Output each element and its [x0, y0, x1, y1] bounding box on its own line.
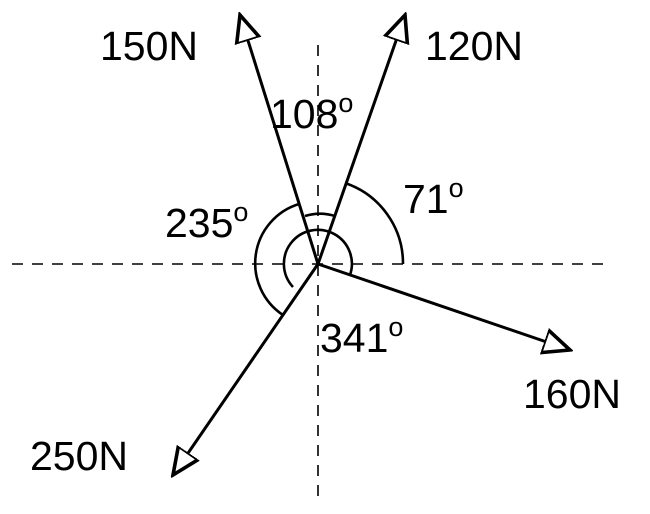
force-label-150n: 150N — [100, 23, 198, 69]
angle-arc-71 — [344, 181, 405, 265]
force-vector-160n — [316, 262, 570, 350]
force-vector-250n — [173, 262, 320, 475]
force-vector-120n — [316, 15, 405, 266]
angle-arc-235 — [253, 202, 300, 317]
angle-arc-341 — [282, 228, 354, 288]
force-vector-150n — [240, 15, 320, 266]
angle-label-235: 235o — [165, 197, 248, 246]
force-label-120n: 120N — [425, 23, 523, 69]
angle-label-108: 108o — [270, 88, 353, 137]
angle-arc-108 — [304, 212, 336, 218]
force-label-250n: 250N — [30, 433, 128, 479]
angle-label-341: 341o — [320, 312, 403, 361]
force-label-160n: 160N — [523, 371, 621, 417]
angle-label-71: 71o — [403, 173, 464, 222]
